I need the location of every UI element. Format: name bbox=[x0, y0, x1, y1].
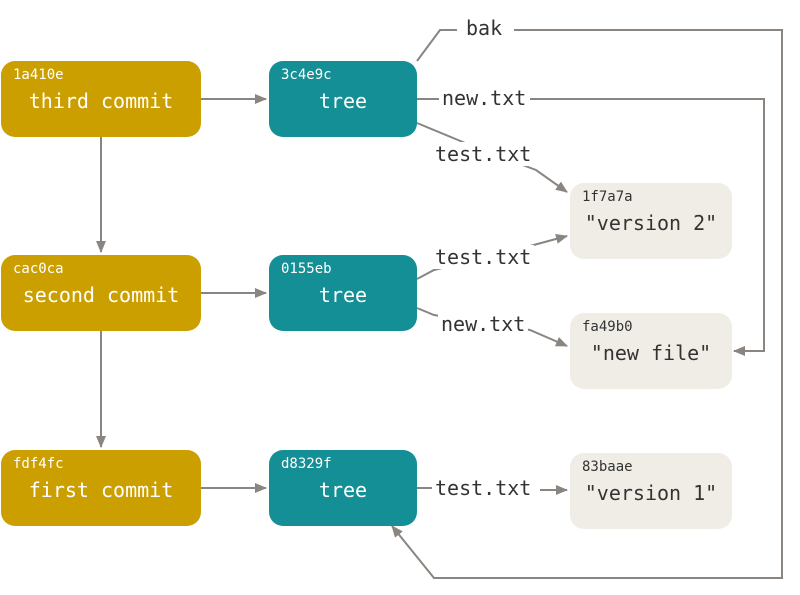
commit-hash: cac0ca bbox=[13, 261, 64, 277]
commit-message: second commit bbox=[22, 283, 180, 307]
tree-hash: 0155eb bbox=[281, 261, 332, 277]
blob-node-fa49b0: fa49b0 "new file" bbox=[570, 313, 732, 389]
blob-node-83baae: 83baae "version 1" bbox=[570, 453, 732, 529]
tree-label: tree bbox=[318, 283, 368, 307]
tree-node-d8329f: d8329f tree bbox=[269, 450, 417, 526]
edge-label-bak: bak bbox=[463, 16, 506, 40]
blob-content: "version 2" bbox=[584, 211, 718, 235]
edge-label-tree2-newtxt: new.txt bbox=[438, 312, 529, 336]
tree-label: tree bbox=[318, 89, 368, 113]
blob-node-1f7a7a: 1f7a7a "version 2" bbox=[570, 183, 732, 259]
blob-hash: 1f7a7a bbox=[582, 189, 633, 205]
blob-hash: 83baae bbox=[582, 459, 633, 475]
commit-message: third commit bbox=[28, 89, 174, 113]
commit-node-third: 1a410e third commit bbox=[1, 61, 201, 137]
commit-node-second: cac0ca second commit bbox=[1, 255, 201, 331]
blob-hash: fa49b0 bbox=[582, 319, 633, 335]
arrow-tree1-newtxt-b bbox=[530, 98, 765, 356]
edge-label-tree1-newtxt: new.txt bbox=[439, 86, 530, 110]
edge-label-tree1-testtxt: test.txt bbox=[432, 142, 535, 166]
blob-content: "version 1" bbox=[584, 481, 718, 505]
commit-node-first: fdf4fc first commit bbox=[1, 450, 201, 526]
edge-label-tree2-testtxt: test.txt bbox=[432, 245, 535, 269]
commit-message: first commit bbox=[28, 478, 174, 502]
commit-hash: 1a410e bbox=[13, 67, 64, 83]
tree-node-0155eb: 0155eb tree bbox=[269, 255, 417, 331]
tree-hash: 3c4e9c bbox=[281, 67, 332, 83]
blob-content: "new file" bbox=[590, 341, 712, 365]
tree-node-3c4e9c: 3c4e9c tree bbox=[269, 61, 417, 137]
tree-hash: d8329f bbox=[281, 456, 332, 472]
commit-hash: fdf4fc bbox=[13, 456, 64, 472]
arrow-bak-link bbox=[416, 29, 457, 62]
arrow-bak-to-tree bbox=[391, 29, 783, 579]
edge-label-tree3-testtxt: test.txt bbox=[432, 476, 535, 500]
tree-label: tree bbox=[318, 478, 368, 502]
